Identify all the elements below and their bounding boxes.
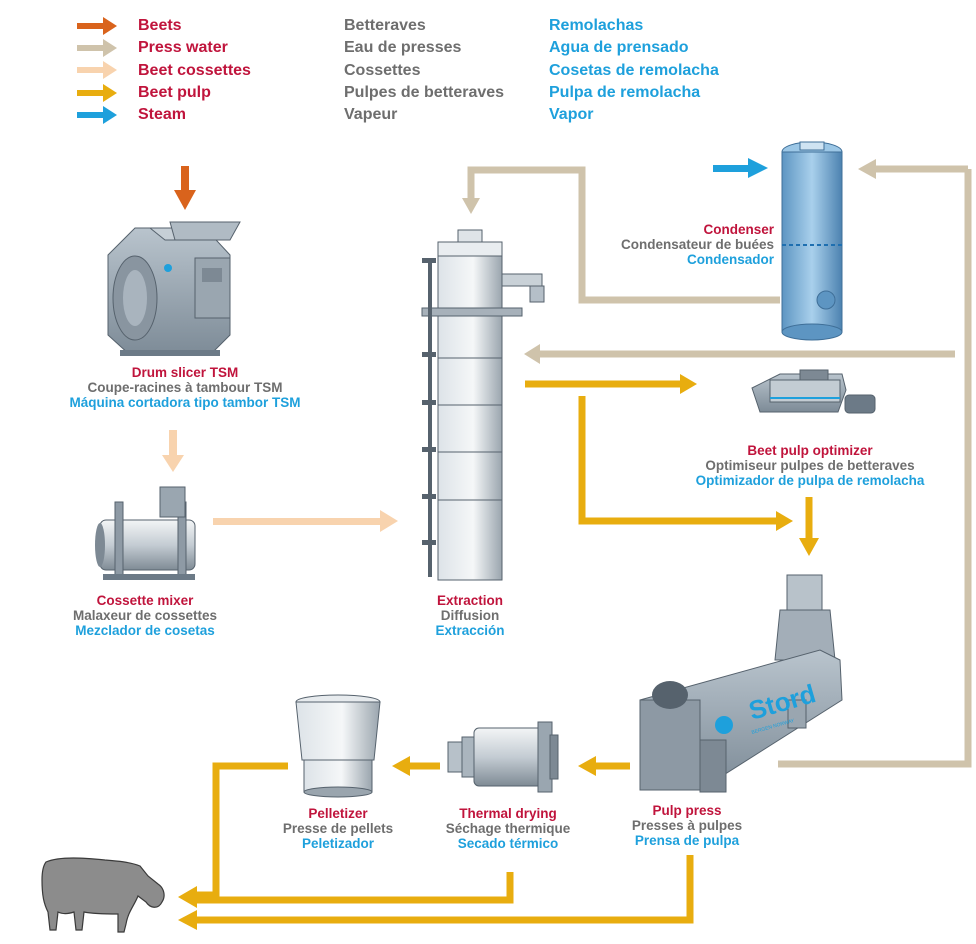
cossette-mixer-machine (95, 486, 196, 580)
legend-pulp-en: Beet pulp (138, 84, 211, 101)
legend-pulp-es: Pulpa de remolacha (549, 84, 701, 101)
pelletizer-es: Peletizador (301, 836, 375, 851)
legend-press-water-fr: Eau de presses (344, 39, 462, 56)
extraction-fr: Diffusion (440, 608, 500, 623)
pulp-optimizer-fr: Optimiseur pulpes de betteraves (705, 458, 915, 473)
thermal-drying-fr: Séchage thermique (445, 821, 571, 836)
legend-steam-es: Vapor (549, 106, 594, 123)
legend-press-water-en: Press water (138, 39, 228, 56)
legend-beets-en: Beets (138, 17, 182, 34)
condenser-vessel (781, 141, 843, 341)
legend-steam-fr: Vapeur (344, 106, 398, 123)
legend-steam-en: Steam (138, 106, 187, 123)
cossette-mixer-fr: Malaxeur de cossettes (72, 608, 218, 623)
extraction-es: Extracción (435, 623, 505, 638)
cossette-mixer-es: Mezclador de cosetas (75, 623, 215, 638)
legend-arrows (77, 17, 117, 124)
pulp-optimizer-machine (751, 369, 876, 414)
drum-slicer-en: Drum slicer TSM (131, 365, 239, 380)
cossette-flow-to-extraction (213, 510, 398, 532)
legend-press-water-es: Agua de prensado (549, 39, 689, 56)
pulp-press-fr: Presses à pulpes (631, 818, 743, 833)
thermal-drying-es: Secado térmico (457, 836, 559, 851)
legend-arrow-cossettes (77, 61, 117, 79)
pulp-press-en: Pulp press (652, 803, 722, 818)
thermal-dryer-machine (447, 721, 559, 793)
legend-cossettes-en: Beet cossettes (138, 62, 251, 79)
cossette-flow-down (162, 430, 184, 472)
drum-slicer-machine (107, 221, 241, 356)
pulp-press-machine (639, 574, 843, 793)
extraction-tower (421, 229, 545, 581)
legend-arrow-beets (77, 17, 117, 35)
steam-flow (713, 158, 768, 178)
extraction-en: Extraction (436, 593, 504, 608)
legend-arrow-pulp (77, 84, 117, 102)
stord-logo-icon (715, 716, 733, 734)
label-drum-slicer: Drum slicer TSM Coupe-racines à tambour … (35, 365, 335, 410)
condenser-en: Condenser (703, 222, 774, 237)
cossette-mixer-en: Cossette mixer (96, 593, 194, 608)
drum-slicer-fr: Coupe-racines à tambour TSM (87, 380, 283, 395)
pelletizer-machine (295, 694, 381, 798)
legend-cossettes-fr: Cossettes (344, 62, 421, 79)
thermal-drying-en: Thermal drying (459, 806, 557, 821)
label-extraction: Extraction Diffusion Extracción (395, 593, 545, 638)
pulp-press-es: Prensa de pulpa (634, 833, 740, 848)
pelletizer-fr: Presse de pellets (282, 821, 394, 836)
pulp-arrowheads (178, 374, 819, 930)
label-pulp-press: Pulp press Presses à pulpes Prensa de pu… (607, 803, 767, 848)
label-condenser: Condenser Condensateur de buées Condensa… (574, 222, 774, 267)
legend-beets-es: Remolachas (549, 17, 644, 34)
legend-pulp-fr: Pulpes de betteraves (344, 84, 505, 101)
pulp-lines (195, 380, 813, 924)
cow-icon (41, 857, 165, 933)
legend-cossettes-es: Cosetas de remolacha (549, 62, 719, 79)
press-water-arrowheads (462, 159, 876, 364)
label-thermal-drying: Thermal drying Séchage thermique Secado … (428, 806, 588, 851)
legend-arrow-steam (77, 106, 117, 124)
drum-slicer-es: Máquina cortadora tipo tambor TSM (69, 395, 301, 410)
label-pulp-optimizer: Beet pulp optimizer Optimiseur pulpes de… (660, 443, 960, 488)
beets-flow (174, 166, 196, 210)
press-water-lines (467, 165, 972, 768)
label-cossette-mixer: Cossette mixer Malaxeur de cossettes Mez… (45, 593, 245, 638)
pulp-optimizer-es: Optimizador de pulpa de remolacha (695, 473, 925, 488)
pulp-optimizer-en: Beet pulp optimizer (747, 443, 873, 458)
legend-arrow-press-water (77, 39, 117, 57)
condenser-es: Condensador (686, 252, 774, 267)
condenser-fr: Condensateur de buées (620, 237, 774, 252)
label-pelletizer: Pelletizer Presse de pellets Peletizador (263, 806, 413, 851)
legend-beets-fr: Betteraves (344, 17, 426, 34)
pelletizer-en: Pelletizer (308, 806, 368, 821)
